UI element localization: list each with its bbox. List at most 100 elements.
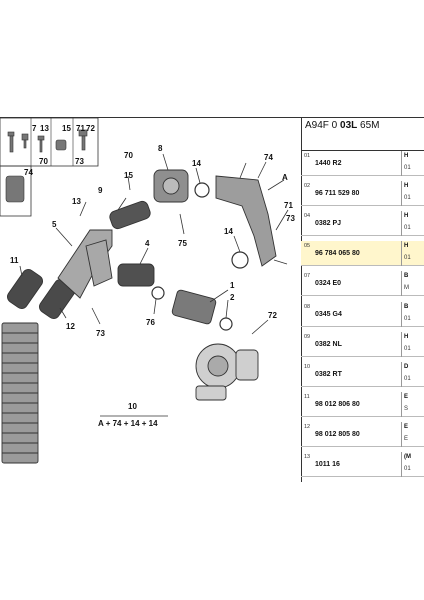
callout-label: 2 xyxy=(230,293,235,302)
row-index: 08 xyxy=(304,303,311,310)
callout-label: 72 xyxy=(268,311,277,320)
hose-9-part xyxy=(109,200,151,230)
row-index: 04 xyxy=(304,213,311,220)
table-row[interactable]: 10 0382 RT D 01 xyxy=(301,361,424,387)
column-divider xyxy=(401,181,402,207)
row-index: 02 xyxy=(304,183,311,190)
callout-label: 15 xyxy=(124,171,133,180)
row-qty: 01 xyxy=(404,165,411,171)
o-ring-part xyxy=(219,317,233,331)
part-number: 0324 E0 xyxy=(315,280,342,288)
hose-4-part xyxy=(117,263,155,287)
row-code: B xyxy=(404,303,409,310)
callout-label: 71 xyxy=(284,201,293,210)
row-index: 11 xyxy=(304,393,310,400)
callout-label: 73 xyxy=(96,329,105,338)
o-ring-part xyxy=(194,182,210,198)
row-index: 10 xyxy=(304,363,311,370)
callout-label: 76 xyxy=(146,318,155,327)
column-divider xyxy=(401,331,402,357)
callout-label: 13 xyxy=(40,124,49,133)
row-qty: E xyxy=(404,435,409,442)
row-qty: 01 xyxy=(404,195,411,202)
callout-label: 13 xyxy=(72,197,81,206)
callout-label: 7 xyxy=(32,124,37,133)
row-qty: 01 xyxy=(404,315,411,322)
part-number: 96 711 529 80 xyxy=(315,190,360,198)
row-qty: 01 xyxy=(404,466,411,472)
column-divider xyxy=(401,421,402,447)
column-divider xyxy=(401,271,402,297)
fastener-inset-box xyxy=(0,118,99,167)
catalog-sheet: 7 13 15 71 72 70 73 74 13 5 9 8 70 14 74… xyxy=(0,117,424,482)
row-index: 07 xyxy=(304,273,311,280)
row-code: E xyxy=(404,393,409,400)
column-divider xyxy=(401,211,402,237)
ref-prefix: A94F 0 xyxy=(305,120,341,131)
callout-label: 74 xyxy=(264,153,273,162)
intercooler-part xyxy=(1,322,39,464)
row-code: (M xyxy=(404,454,411,460)
part-number: 98 012 805 80 xyxy=(315,430,360,438)
part-number: 0382 PJ xyxy=(315,220,342,228)
callout-label: 72 xyxy=(86,124,95,133)
row-qty: 01 xyxy=(404,255,411,262)
row-qty: M xyxy=(404,285,409,292)
row-index: 09 xyxy=(304,333,311,340)
callout-label: 73 xyxy=(75,157,84,166)
callout-label: 71 xyxy=(76,124,85,133)
callout-label: 4 xyxy=(145,239,150,248)
ref-bold: 03L xyxy=(340,120,358,131)
column-divider xyxy=(401,301,402,327)
callout-label: 74 xyxy=(24,168,33,177)
callout-label: 73 xyxy=(286,214,295,223)
part-number: 1440 R2 xyxy=(315,160,342,167)
row-qty: 01 xyxy=(404,375,411,382)
row-code: E xyxy=(404,423,409,430)
part-number: 0382 NL xyxy=(315,340,342,348)
part-number: 0382 RT xyxy=(315,370,342,378)
air-pipe-part xyxy=(57,229,113,299)
row-code: D xyxy=(404,363,409,370)
o-ring-part xyxy=(151,286,165,300)
row-qty: S xyxy=(404,405,409,412)
clip-inset-box xyxy=(0,165,32,217)
column-divider xyxy=(401,391,402,417)
diagram-reference: A94F 0 03L 65M xyxy=(301,117,424,133)
row-code: H xyxy=(404,213,409,220)
callout-label: 5 xyxy=(52,220,57,229)
column-divider xyxy=(401,151,402,176)
table-row[interactable]: 04 0382 PJ H 01 xyxy=(301,211,424,237)
column-divider xyxy=(401,452,402,477)
callout-label: 12 xyxy=(66,322,75,331)
row-code: H xyxy=(404,243,409,250)
row-qty: 01 xyxy=(404,345,411,352)
table-row[interactable]: 13 1011 16 (M 01 xyxy=(301,452,424,477)
row-code: H xyxy=(404,153,409,159)
parts-table: 01 1440 R2 H 01 02 96 711 529 80 H 01 04 0382 PJ H… xyxy=(301,150,424,482)
callout-label: 11 xyxy=(10,256,19,265)
callout-label: 70 xyxy=(39,157,48,166)
callout-label: 14 xyxy=(192,159,201,168)
column-divider xyxy=(401,361,402,387)
row-qty: 01 xyxy=(404,225,411,232)
exploded-diagram: 7 13 15 71 72 70 73 74 13 5 9 8 70 14 74… xyxy=(0,117,302,482)
actuator-part xyxy=(171,289,217,325)
o-ring-part xyxy=(231,251,249,269)
part-number: 1011 16 xyxy=(315,461,340,468)
callout-label: A + 74 + 14 + 14 xyxy=(98,419,158,428)
row-code: B xyxy=(404,273,409,280)
callout-label: 75 xyxy=(178,239,187,248)
row-index: 13 xyxy=(304,454,311,460)
part-number: 98 012 806 80 xyxy=(315,400,360,408)
column-divider xyxy=(401,241,402,267)
callout-label: 14 xyxy=(224,227,233,236)
